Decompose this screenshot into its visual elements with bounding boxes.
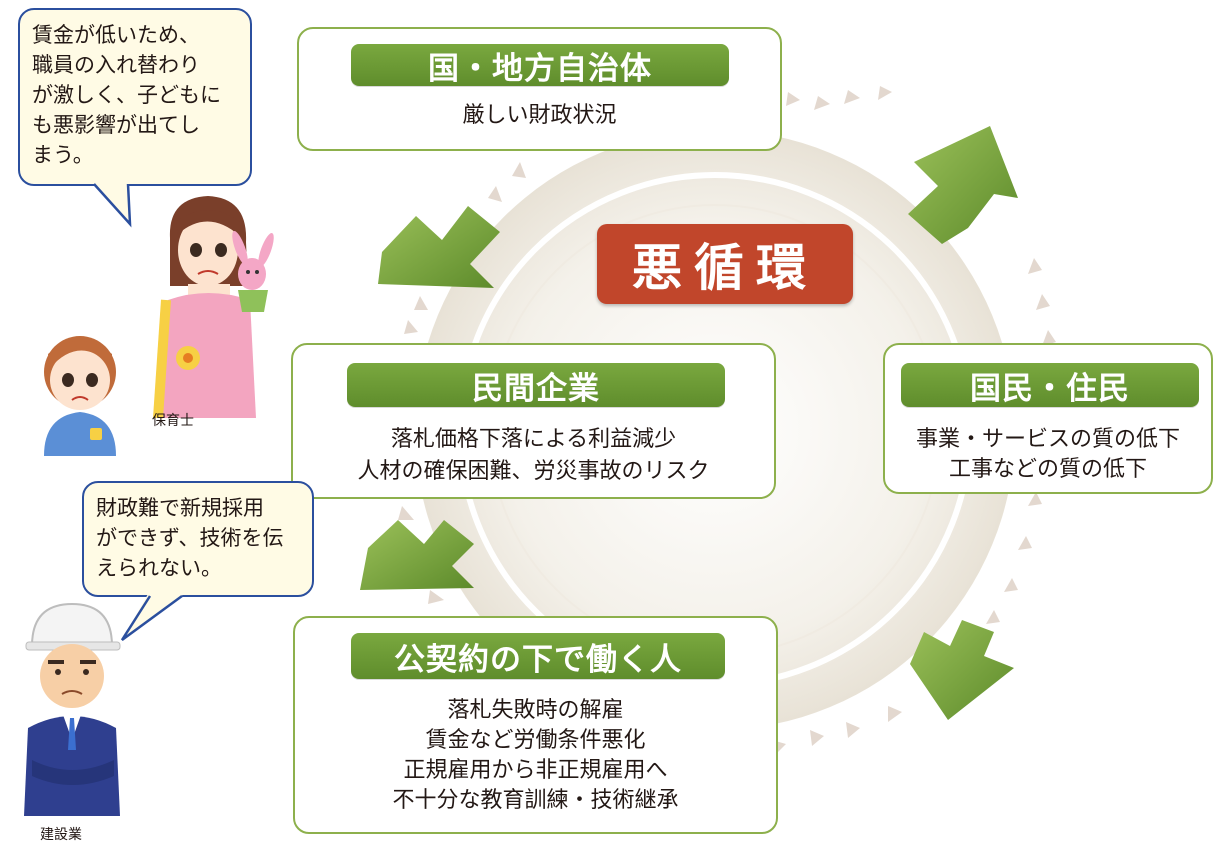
box-government-title: 国・地方自治体 (351, 44, 729, 87)
ring-chevron (888, 706, 902, 722)
box-workers-line: 正規雇用から非正規雇用へ (403, 758, 668, 783)
bubble-line: 賃金が低いため、 (32, 23, 200, 47)
bubble-line: も悪影響が出てし (32, 113, 200, 137)
caption-construction: 建設業 (40, 827, 82, 843)
ring-chevron (512, 162, 526, 178)
ring-chevron (414, 296, 428, 310)
cycle-arrow-citizens-to-gov (908, 126, 1018, 244)
ring-chevron (844, 90, 860, 104)
box-workers-line: 賃金など労働条件悪化 (425, 728, 646, 753)
ring-chevron (786, 92, 800, 106)
speech-bubble-construction-tail (120, 594, 184, 642)
cycle-arrow-gov-to-companies (378, 206, 500, 288)
ring-chevron (1018, 536, 1032, 550)
ring-chevron (1036, 294, 1050, 310)
cycle-arrow-companies-to-workers (360, 520, 474, 590)
childcare-worker-illustration (153, 196, 274, 419)
box-citizens-title: 国民・住民 (901, 363, 1199, 407)
bubble-line: が激しく、子どもに (32, 83, 221, 107)
ring-chevron (488, 186, 502, 202)
box-government-line: 厳しい財政状況 (462, 103, 617, 128)
box-citizens-line: 事業・サービスの質の低下 (915, 427, 1180, 452)
speech-bubble-childcare: 賃金が低いため、 職員の入れ替わり が激しく、子どもに も悪影響が出てし まう。 (18, 8, 252, 186)
box-companies-line: 落札価格下落による利益減少 (390, 427, 677, 452)
bubble-line: ができず、技術を伝 (96, 526, 284, 550)
bubble-line: えられない。 (96, 556, 222, 580)
ring-chevron (986, 610, 1000, 624)
ring-chevron (878, 86, 892, 100)
construction-worker-illustration (24, 602, 121, 816)
bubble-line: 財政難で新規採用 (96, 496, 264, 520)
speech-bubble-construction: 財政難で新規採用 ができず、技術を伝 えられない。 (82, 481, 314, 597)
bubble-line: まう。 (32, 143, 94, 167)
ring-chevron (814, 96, 830, 110)
box-workers-title: 公契約の下で働く人 (351, 633, 725, 679)
speech-bubble-childcare-tail (92, 182, 132, 228)
caption-childcare: 保育士 (152, 413, 194, 429)
box-companies: 民間企業 落札価格下落による利益減少 人材の確保困難、労災事故のリスク (291, 343, 776, 499)
child-illustration (44, 336, 116, 456)
box-citizens-line: 工事などの質の低下 (948, 457, 1147, 482)
ring-chevron (1028, 492, 1042, 506)
ring-chevron (428, 590, 444, 604)
vicious-circle-badge: 悪循環 (597, 224, 853, 304)
ring-chevron (1028, 258, 1042, 274)
cycle-arrow-workers-to-citizens (910, 620, 1014, 720)
ring-chevron (1042, 330, 1056, 346)
bubble-line: 職員の入れ替わり (32, 53, 200, 77)
ring-chevron (846, 722, 860, 738)
ring-chevron (404, 320, 418, 334)
box-government: 国・地方自治体 厳しい財政状況 (297, 27, 782, 151)
box-workers: 公契約の下で働く人 落札失敗時の解雇 賃金など労働条件悪化 正規雇用から非正規雇… (293, 616, 778, 834)
box-citizens: 国民・住民 事業・サービスの質の低下 工事などの質の低下 (883, 343, 1213, 494)
box-workers-line: 不十分な教育訓練・技術継承 (392, 788, 679, 813)
box-workers-line: 落札失敗時の解雇 (447, 698, 624, 723)
box-companies-title: 民間企業 (347, 363, 725, 407)
ring-chevron (398, 506, 414, 520)
box-companies-line: 人材の確保困難、労災事故のリスク (357, 459, 710, 484)
ring-chevron (810, 730, 824, 746)
ring-chevron (1004, 578, 1018, 592)
